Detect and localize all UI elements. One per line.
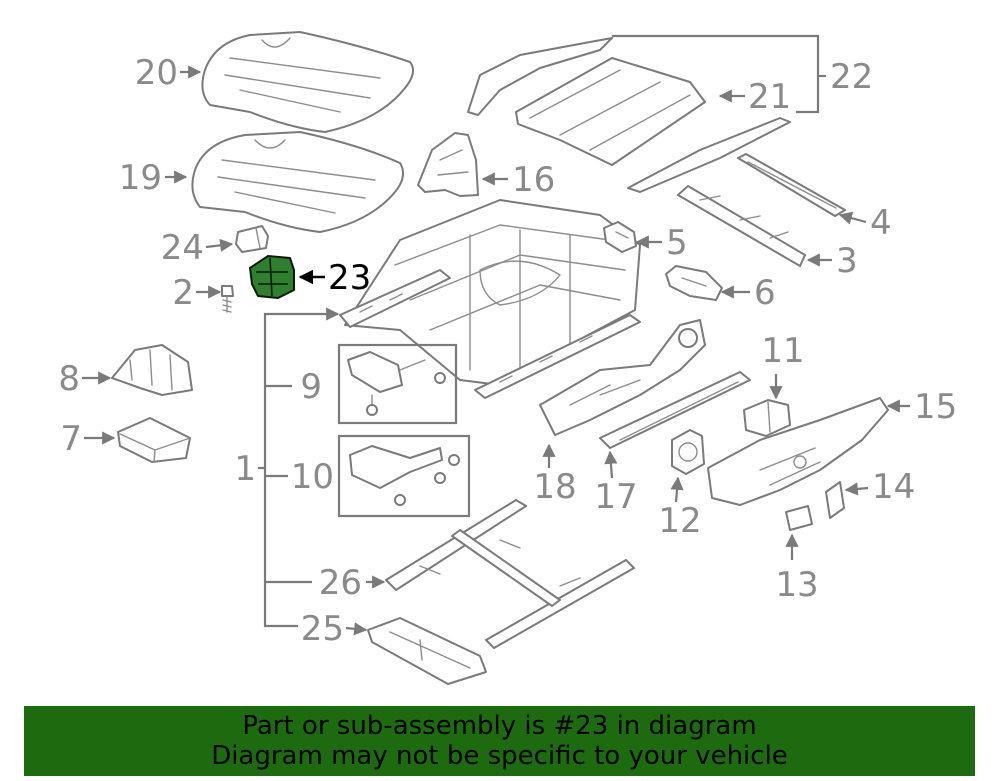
callout-7: 7 xyxy=(60,419,82,459)
info-banner: Part or sub-assembly is #23 in diagram D… xyxy=(24,706,975,776)
part-4-rail xyxy=(737,153,846,217)
callout-1: 1 xyxy=(234,449,256,489)
callout-3: 3 xyxy=(836,241,858,281)
part-17-lever xyxy=(599,371,751,449)
part-18-bracket xyxy=(539,319,706,436)
callout-22: 22 xyxy=(830,57,873,97)
part-22-trim xyxy=(467,37,791,193)
seat-parts-diagram: 20 19 24 23 2 16 21 22 4 3 5 6 8 7 9 10 … xyxy=(58,31,957,685)
callout-26: 26 xyxy=(319,563,362,603)
callout-23: 23 xyxy=(328,258,371,298)
part-26-frame xyxy=(385,499,635,649)
callout-15: 15 xyxy=(914,387,957,427)
part-12-switch xyxy=(671,429,705,475)
part-2-bolt xyxy=(221,285,234,313)
part-11-knob xyxy=(743,399,791,437)
callout-4: 4 xyxy=(870,203,892,243)
callout-25: 25 xyxy=(301,609,344,649)
callout-21: 21 xyxy=(748,77,791,117)
part-23-bracket xyxy=(249,255,295,299)
callout-13: 13 xyxy=(775,565,818,605)
part-21-panel xyxy=(515,57,706,166)
callout-18: 18 xyxy=(533,467,576,507)
callout-20: 20 xyxy=(135,53,178,93)
callout-11: 11 xyxy=(761,331,804,371)
callout-2: 2 xyxy=(172,273,194,313)
part-6-bracket xyxy=(665,265,723,301)
part-15-shield xyxy=(707,397,889,506)
part-25-bracket xyxy=(367,617,487,685)
part-16-cover xyxy=(417,132,479,197)
callout-9: 9 xyxy=(300,367,322,407)
part-8-bracket xyxy=(111,344,193,396)
callout-19: 19 xyxy=(119,158,162,198)
callout-14: 14 xyxy=(872,467,915,507)
callout-17: 17 xyxy=(594,477,637,517)
part-19-cushion-cover xyxy=(191,131,405,233)
part-13-cap xyxy=(785,505,813,531)
callout-24: 24 xyxy=(161,228,204,268)
part-20-cushion-pad xyxy=(201,31,415,133)
callout-6: 6 xyxy=(754,273,776,313)
callout-labels: 20 19 24 23 2 16 21 22 4 3 5 6 8 7 9 10 … xyxy=(58,53,957,649)
callout-8: 8 xyxy=(58,359,80,399)
seat-frame xyxy=(339,199,641,399)
banner-line-2: Diagram may not be specific to your vehi… xyxy=(211,741,788,771)
callout-16: 16 xyxy=(512,160,555,200)
leader-lines xyxy=(82,34,910,636)
part-14-trim xyxy=(825,481,845,519)
callout-12: 12 xyxy=(658,501,701,541)
box-10-kit xyxy=(337,434,471,518)
part-7-module xyxy=(117,417,191,463)
callout-10: 10 xyxy=(291,457,334,497)
callout-5: 5 xyxy=(666,223,688,263)
part-24-clip xyxy=(235,225,269,253)
part-3-rail xyxy=(677,185,806,267)
box-9-kit xyxy=(337,343,458,425)
banner-line-1: Part or sub-assembly is #23 in diagram xyxy=(242,711,757,741)
